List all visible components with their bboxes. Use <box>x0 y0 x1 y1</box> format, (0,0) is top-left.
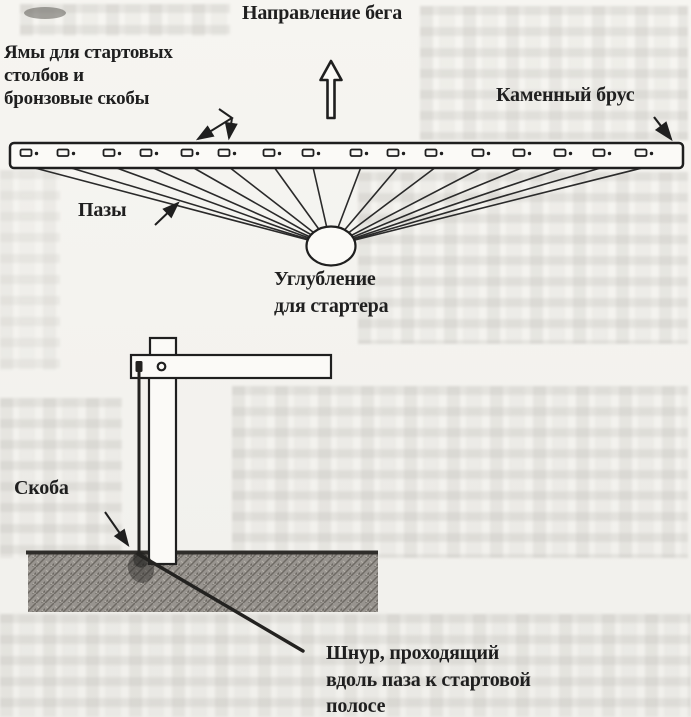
scan-smudge <box>24 7 66 19</box>
pits-leader-arrow-2 <box>224 117 238 141</box>
direction-label: Направление бега <box>242 2 402 24</box>
stone-beam-leader-arrow <box>653 116 673 142</box>
pits-label-line2: столбов и <box>4 65 84 86</box>
cord-label-line2: вдоль паза к стартовой <box>326 668 531 691</box>
bracket-leader-arrow <box>104 511 130 547</box>
stone-beam-label: Каменный брус <box>496 84 635 106</box>
cord-label-line3: полосе <box>326 695 386 717</box>
starter-recess-label-line1: Углубление <box>274 268 376 290</box>
beam-pits <box>19 148 654 157</box>
starter-recess-label: Углубление для стартера <box>274 266 389 320</box>
starter-recess-circle <box>305 225 357 267</box>
bracket-label: Скоба <box>14 477 69 499</box>
pits-label-line1: Ямы для стартовых <box>4 42 173 63</box>
pits-label-line3: бронзовые скобы <box>4 88 150 109</box>
grooves-label: Пазы <box>78 199 127 221</box>
starter-recess-label-line2: для стартера <box>274 295 389 317</box>
cord-label-line1: Шнур, проходящий <box>326 642 500 664</box>
crossbar-hole <box>156 361 167 372</box>
crossbar <box>129 353 333 380</box>
starting-post <box>147 375 178 566</box>
pits-leader-arrow <box>195 108 234 141</box>
cord-diagonal <box>136 552 305 653</box>
direction-up-arrow-icon <box>319 59 343 120</box>
ground-section <box>28 551 378 612</box>
cord-label: Шнур, проходящий вдоль паза к стартовой … <box>326 640 531 717</box>
pits-label: Ямы для стартовых столбов и бронзовые ск… <box>4 41 173 110</box>
grooves-leader-arrow <box>154 201 180 226</box>
